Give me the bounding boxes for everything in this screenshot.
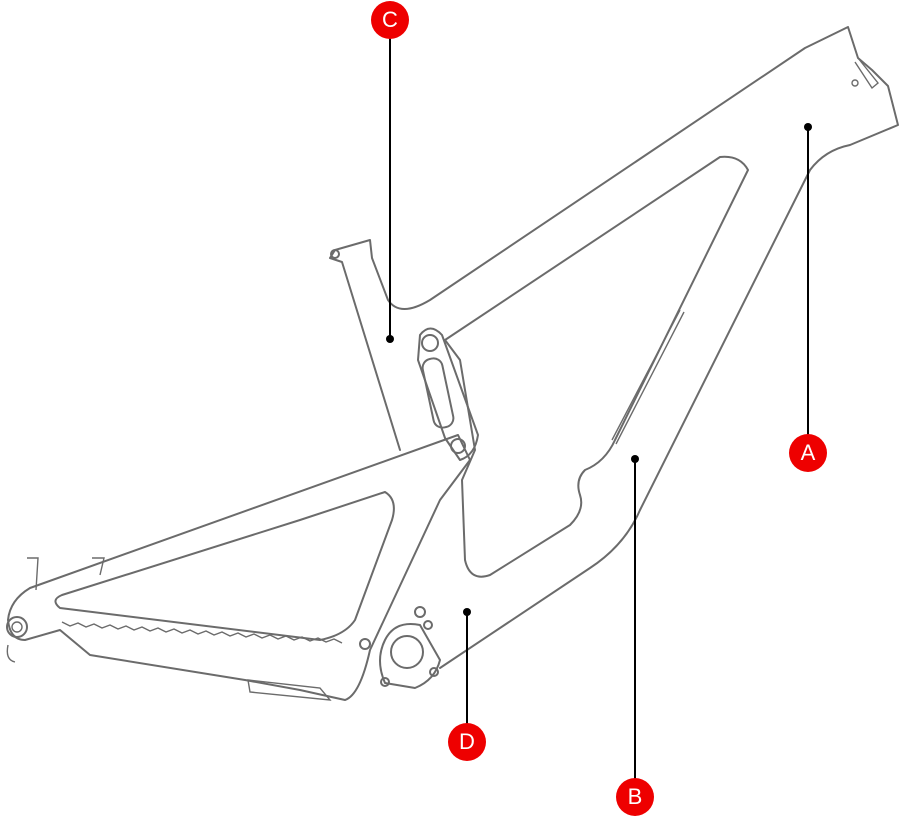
leader-a-dot	[804, 123, 812, 131]
rear-axle	[6, 616, 28, 638]
chainstay-guard	[61, 621, 343, 644]
chainstay-pivot	[359, 638, 371, 650]
front-triangle	[329, 26, 899, 669]
leader-d-dot	[463, 608, 471, 616]
derailleur-hanger	[6, 557, 105, 663]
callout-a[interactable]: A	[789, 434, 827, 472]
bb-bolt-2	[429, 667, 439, 677]
bb-bolt	[380, 677, 390, 687]
rear-axle-inner	[11, 621, 23, 633]
bottom-bracket-shell	[379, 623, 441, 689]
seat-clamp	[330, 249, 340, 259]
leader-b-dot	[631, 455, 639, 463]
down-tube-line	[611, 309, 685, 445]
head-tube-detail	[854, 57, 879, 90]
rocker-pivot	[421, 334, 439, 352]
rear-triangle-cutout	[54, 491, 395, 641]
callout-d[interactable]: D	[448, 723, 486, 761]
seat-stay	[7, 434, 471, 701]
chainstay-protector	[247, 679, 332, 701]
callout-c[interactable]: C	[371, 1, 409, 39]
bottom-bracket	[390, 635, 424, 669]
rocker-link	[417, 327, 479, 461]
front-triangle-cutout	[444, 155, 749, 578]
head-tube-port	[851, 79, 859, 87]
lower-link-bolt-2	[423, 620, 433, 630]
lower-link-bolt	[414, 606, 426, 618]
callout-b[interactable]: B	[616, 778, 654, 816]
rear-shock	[421, 357, 455, 429]
seatstay-pivot	[450, 438, 466, 454]
leader-c-dot	[386, 335, 394, 343]
